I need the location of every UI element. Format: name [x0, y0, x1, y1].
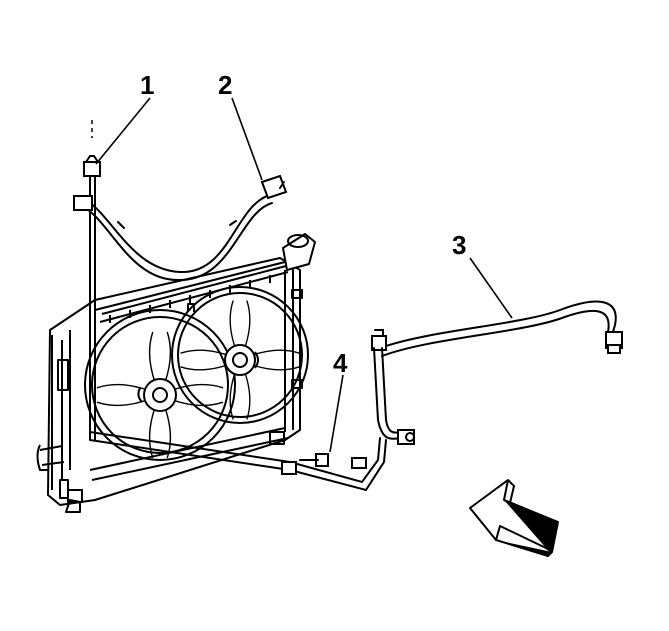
leader-3 — [469, 257, 513, 319]
harness-4 — [89, 431, 387, 492]
clip-1-retainer — [83, 120, 101, 440]
leader-4 — [329, 374, 344, 453]
leader-1 — [95, 97, 151, 165]
callout-3: 3 — [452, 230, 467, 260]
callout-2: 2 — [218, 70, 233, 100]
view-direction-arrow-icon — [469, 479, 559, 557]
callout-4: 4 — [333, 348, 348, 378]
harness-2 — [73, 174, 288, 282]
leader-2 — [231, 97, 263, 181]
callout-1: 1 — [140, 70, 155, 100]
harness-3 — [371, 300, 623, 445]
radiator-fan-assembly — [36, 233, 316, 513]
leader-lines — [95, 97, 513, 453]
